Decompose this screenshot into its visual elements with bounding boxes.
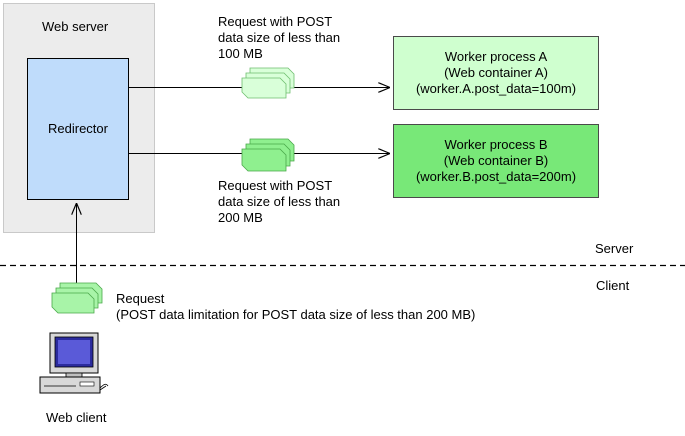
- computer-icon: [39, 332, 109, 394]
- client-request-label: Request (POST data limitation for POST d…: [116, 291, 476, 322]
- worker-process-b-box: Worker process B (Web container B) (work…: [393, 124, 599, 198]
- request-a-label: Request with POST data size of less than…: [218, 14, 341, 61]
- worker-a-title: Worker process A: [444, 49, 548, 64]
- request-b-document-stack-icon: [241, 138, 295, 172]
- request-a-document-stack-icon: [241, 67, 295, 99]
- client-zone-label: Client: [596, 278, 630, 293]
- worker-b-container: (Web container B): [443, 153, 549, 168]
- worker-process-a-box: Worker process A (Web container A) (work…: [393, 36, 599, 110]
- redirector-box: Redirector: [27, 58, 129, 200]
- request-b-label: Request with POST data size of less than…: [218, 178, 341, 225]
- web-client-label: Web client: [46, 410, 107, 425]
- web-server-label: Web server: [42, 19, 109, 34]
- redirector-label: Redirector: [48, 121, 108, 136]
- worker-a-container: (Web container A): [444, 65, 548, 80]
- worker-b-post-data: (worker.B.post_data=200m): [415, 169, 577, 184]
- server-zone-label: Server: [595, 241, 634, 256]
- client-request-document-stack-icon: [51, 282, 103, 314]
- worker-a-post-data: (worker.A.post_data=100m): [415, 81, 577, 96]
- worker-b-title: Worker process B: [444, 137, 548, 152]
